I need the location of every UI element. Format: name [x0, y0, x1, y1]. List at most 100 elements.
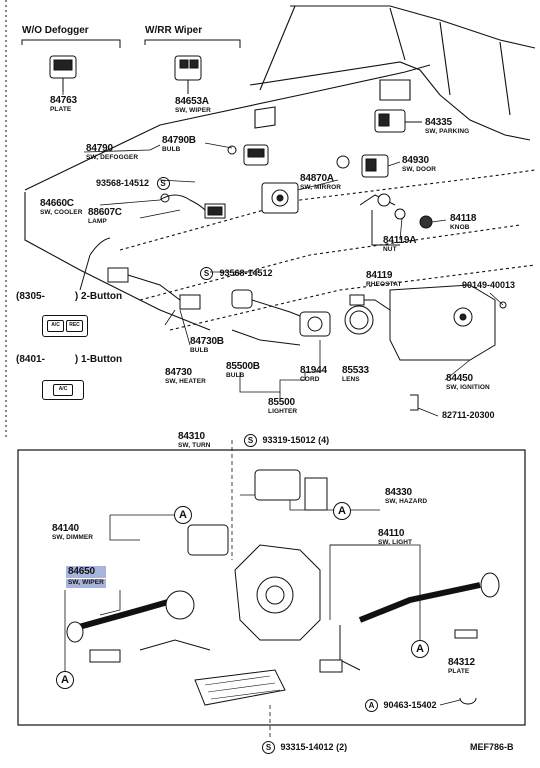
- part-number: 88607C: [88, 207, 122, 218]
- label-84653a: 84653A SW, WIPER: [175, 97, 211, 115]
- part-number: 84763: [50, 95, 77, 106]
- label-84650-highlighted: 84650 SW, WIPER: [66, 566, 106, 588]
- label-84450: 84450 SW, IGNITION: [446, 374, 490, 392]
- part-desc: SW, WIPER: [175, 107, 211, 114]
- switch-84930-drawing: [336, 154, 389, 178]
- column-switch-box: [17, 449, 526, 726]
- instrument-panel-outline: [24, 5, 536, 331]
- callout-a-hazard: A: [333, 502, 351, 520]
- heater-switch-drawing: [79, 237, 201, 310]
- label-82711: 82711-20300: [442, 410, 495, 420]
- wiper-stalk-drawing: [66, 590, 211, 663]
- part-number: 81944: [300, 365, 327, 376]
- part-number: 84653A: [175, 96, 209, 107]
- wo-defogger-label: W/O Defogger: [22, 25, 89, 36]
- label-84140: 84140 SW, DIMMER: [52, 524, 93, 542]
- part-number: 84790: [86, 143, 113, 154]
- clip-90463-drawing: [459, 697, 477, 705]
- column-switch-body-drawing: [187, 469, 328, 641]
- part-number: 93315-14012 (2): [280, 742, 348, 752]
- part-desc: CORD: [300, 376, 320, 383]
- part-desc: PLATE: [50, 106, 72, 113]
- switch-84790-drawing: [227, 144, 269, 166]
- s-marker: S: [156, 177, 170, 190]
- part-number: 84730: [165, 367, 192, 378]
- part-number: 84870A: [300, 173, 334, 184]
- part-desc: BULB: [190, 347, 209, 354]
- ac-single-button-icon: A/C: [53, 384, 73, 396]
- part-desc: SW, TURN: [178, 442, 211, 449]
- part-number: 84140: [52, 523, 79, 534]
- leader-lines: [62, 92, 504, 417]
- a-marker: A: [365, 699, 378, 712]
- part-number: 85533: [342, 365, 369, 376]
- label-84790b: 84790B BULB: [162, 136, 196, 154]
- cigarette-lighter-drawing: [231, 289, 374, 346]
- part-desc: SW, WIPER: [66, 579, 106, 588]
- label-84335: 84335 SW, PARKING: [425, 118, 469, 136]
- switch-84335-drawing: [374, 109, 422, 133]
- part-desc: SW, DIMMER: [52, 534, 94, 541]
- part-desc: LENS: [342, 376, 360, 383]
- part-desc: RHEOSTAT: [366, 281, 402, 288]
- mirror-switch-drawing: [261, 182, 299, 214]
- part-number: 93568-14512: [96, 178, 150, 188]
- two-button-label: (8305-) 2-Button: [16, 292, 122, 302]
- part-number: 84310: [178, 431, 205, 442]
- one-button-prefix: (8401-: [16, 354, 45, 365]
- label-90463: A 90463-15402: [365, 699, 437, 712]
- callout-a-dimmer: A: [174, 506, 192, 524]
- label-84790: 84790 SW, DEFOGGER: [86, 144, 138, 162]
- label-84110: 84110 SW, LIGHT: [378, 529, 412, 547]
- part-desc: SW, IGNITION: [446, 384, 490, 391]
- one-button-label: (8401- ) 1-Button: [16, 355, 122, 365]
- label-84730b: 84730B BULB: [190, 337, 224, 355]
- part-number: 84119: [366, 270, 393, 281]
- label-84730: 84730 SW, HEATER: [165, 368, 206, 386]
- part-number: 84660C: [40, 198, 74, 209]
- light-stalk-drawing: [319, 572, 500, 673]
- label-93315: S 93315-14012 (2): [262, 741, 347, 754]
- part-desc: SW, HAZARD: [385, 498, 428, 505]
- label-84119a: 84119A NUT: [383, 236, 416, 254]
- one-button-suffix: ) 1-Button: [74, 354, 123, 365]
- two-button-prefix: (8305-: [16, 291, 45, 302]
- wr-wiper-label: W/RR Wiper: [145, 25, 203, 36]
- label-84310: 84310 SW, TURN: [178, 432, 211, 450]
- part-desc: LIGHTER: [268, 408, 298, 415]
- recirc-button-icon: REC: [66, 320, 83, 332]
- part-number: 93319-15012 (4): [262, 435, 330, 445]
- plate-84312-drawing: [454, 629, 478, 639]
- switch-84763-drawing: [49, 55, 77, 92]
- label-84870a: 84870A SW, MIRROR: [300, 174, 341, 192]
- label-84118: 84118 KNOB: [450, 214, 476, 232]
- part-desc: SW, HEATER: [165, 378, 206, 385]
- part-number: 84312: [448, 657, 475, 668]
- part-desc: PLATE: [448, 668, 470, 675]
- part-number: 84118: [450, 213, 477, 224]
- wr-wiper-bracket: [144, 39, 241, 48]
- s-marker: S: [244, 434, 257, 447]
- wo-defogger-bracket: [21, 39, 121, 48]
- label-85500: 85500 LIGHTER: [268, 398, 297, 416]
- part-number: 84650: [66, 566, 106, 578]
- connector-block-drawing: [194, 669, 286, 706]
- part-desc: KNOB: [450, 224, 470, 231]
- part-number: 85500: [268, 397, 295, 408]
- part-number: 84790B: [162, 135, 196, 146]
- part-desc: SW, MIRROR: [300, 184, 342, 191]
- s-marker: S: [200, 267, 213, 280]
- figure-code: MEF786-B: [470, 742, 514, 752]
- part-desc: SW, DEFOGGER: [86, 154, 139, 161]
- rheostat-drawing: [359, 193, 433, 246]
- label-81944: 81944 CORD: [300, 366, 327, 384]
- label-90149: 90149-40013: [462, 280, 516, 290]
- part-number: 84730B: [190, 336, 224, 347]
- part-desc: LAMP: [88, 218, 107, 225]
- label-85533: 85533 LENS: [342, 366, 369, 384]
- switch-84653a-drawing: [174, 55, 202, 94]
- callout-a-wiper: A: [56, 671, 74, 689]
- label-84119: 84119 RHEOSTAT: [366, 271, 402, 289]
